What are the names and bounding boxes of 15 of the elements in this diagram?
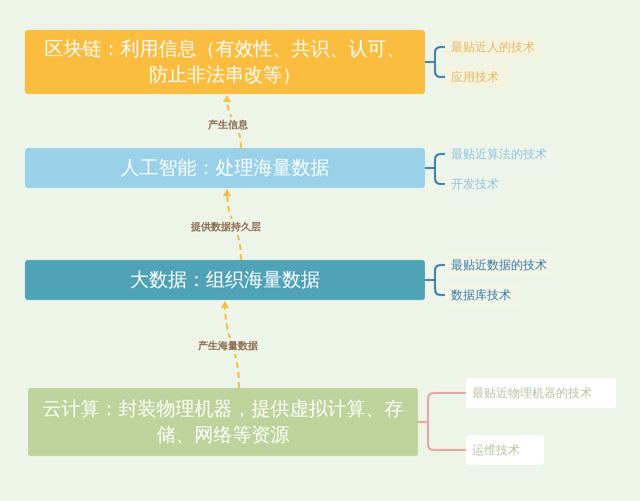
edge-label: 产生信息	[205, 117, 251, 133]
dashed-arrow	[223, 189, 242, 260]
edge-label: 产生海量数据	[195, 338, 261, 354]
edge-label: 提供数据持久层	[188, 219, 264, 235]
subtopic-label: 最贴近人的技术	[445, 35, 543, 59]
topic-box: 云计算：封装物理机器，提供虚拟计算、存储、网络等资源	[28, 388, 418, 456]
topic-box: 人工智能：处理海量数据	[25, 148, 425, 188]
subtopic-label: 应用技术	[445, 65, 509, 89]
topic-box: 大数据：组织海量数据	[25, 260, 425, 300]
subtopic-label: 运维技术	[466, 435, 544, 465]
topic-box: 区块链：利用信息（有效性、共识、认可、防止非法串改等）	[25, 30, 425, 94]
dashed-arrow	[221, 301, 240, 388]
subtopic-label: 最贴近数据的技术	[445, 253, 555, 277]
subtopic-label: 数据库技术	[445, 283, 521, 307]
subtopic-label: 最贴近物理机器的技术	[466, 378, 616, 408]
